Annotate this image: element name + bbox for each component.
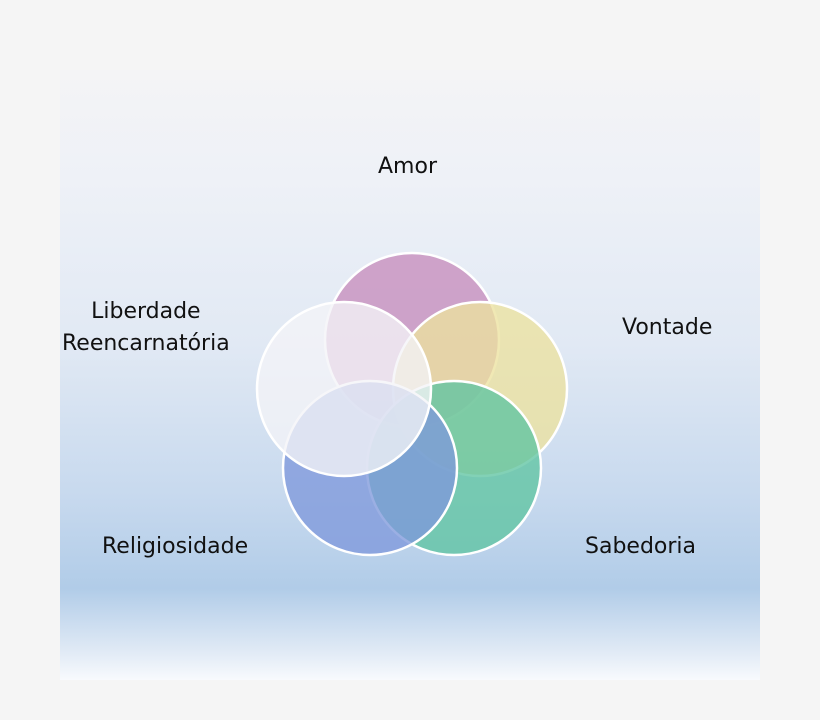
label-liberdade-line2: Reencarnatória [62, 331, 230, 356]
label-sabedoria: Sabedoria [585, 534, 697, 559]
circle-liberdade [255, 300, 433, 478]
label-liberdade-line1: Liberdade [91, 299, 201, 324]
label-religiosidade: Religiosidade [102, 534, 249, 559]
label-amor: Amor [378, 154, 437, 179]
label-liberdade-reencarnatoria: Liberdade Reencarnatória [62, 296, 230, 360]
label-vontade: Vontade [622, 315, 713, 340]
